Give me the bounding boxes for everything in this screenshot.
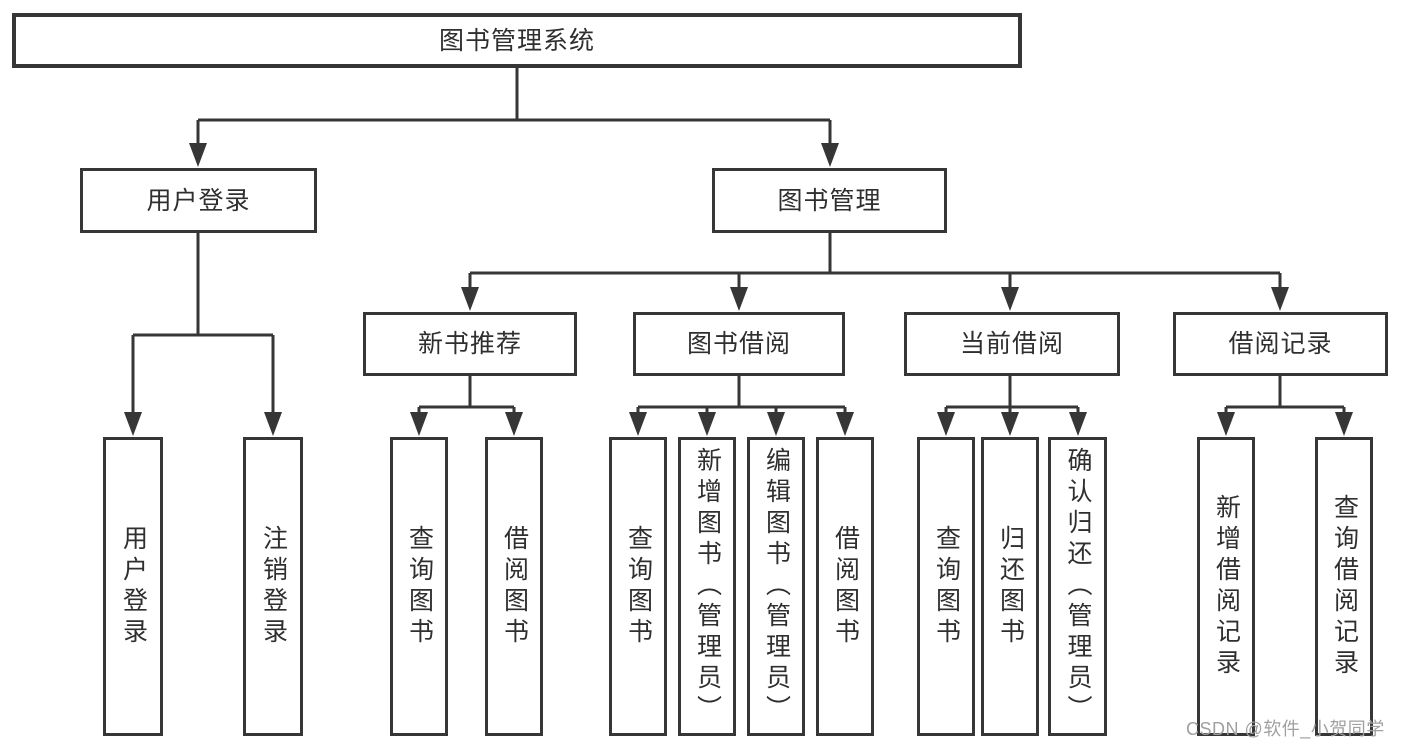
node-root-library-system: 图书管理系统 — [12, 13, 1022, 68]
leaf-borrowing-borrow-book: 借阅图书 — [816, 437, 874, 736]
node-borrowing-records: 借阅记录 — [1173, 312, 1388, 376]
leaf-current-return-book: 归还图书 — [981, 437, 1039, 736]
node-new-book-recommend: 新书推荐 — [363, 312, 577, 376]
leaf-logout: 注销登录 — [243, 437, 303, 736]
leaf-records-add-record: 新增借阅记录 — [1197, 437, 1255, 736]
node-current-borrowing: 当前借阅 — [904, 312, 1120, 376]
node-book-management: 图书管理 — [712, 168, 947, 233]
leaf-recommend-query-book: 查询图书 — [390, 437, 448, 736]
leaf-current-confirm-return-admin: 确认归还（管理员） — [1048, 437, 1107, 736]
leaf-borrowing-edit-book-admin: 编辑图书（管理员） — [747, 437, 805, 736]
leaf-borrowing-query-book: 查询图书 — [609, 437, 667, 736]
leaf-recommend-borrow-book: 借阅图书 — [485, 437, 543, 736]
node-user-login: 用户登录 — [80, 168, 317, 233]
node-book-borrowing: 图书借阅 — [633, 312, 845, 376]
leaf-current-query-book: 查询图书 — [917, 437, 975, 736]
leaf-records-query-record: 查询借阅记录 — [1315, 437, 1373, 736]
watermark-csdn: CSDN @软件_小贺同学 — [1186, 719, 1385, 739]
leaf-user-login: 用户登录 — [103, 437, 163, 736]
leaf-borrowing-add-book-admin: 新增图书（管理员） — [678, 437, 736, 736]
